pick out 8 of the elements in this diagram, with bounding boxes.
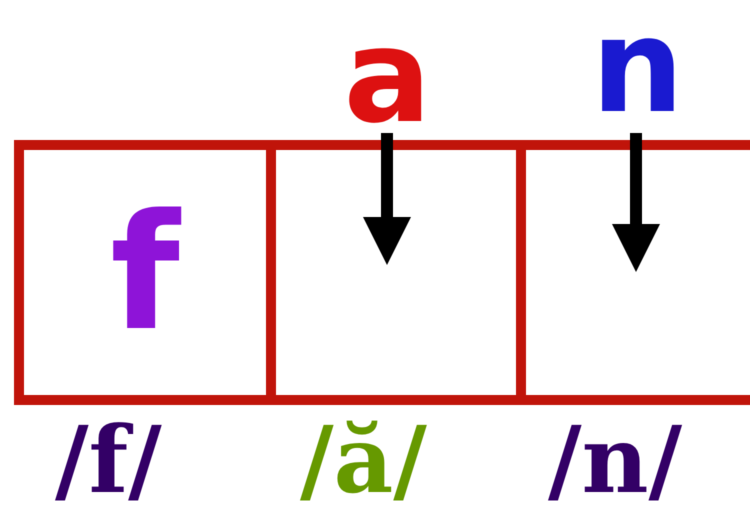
phoneme-label: /n/	[548, 414, 682, 506]
arrow	[363, 133, 411, 265]
letter: a	[344, 11, 432, 141]
phoneme-label: /ă/	[300, 414, 427, 506]
phoneme-label: /f/	[55, 414, 162, 506]
arrow	[612, 133, 660, 272]
letter: f	[110, 192, 180, 352]
letter: n	[591, 1, 684, 131]
